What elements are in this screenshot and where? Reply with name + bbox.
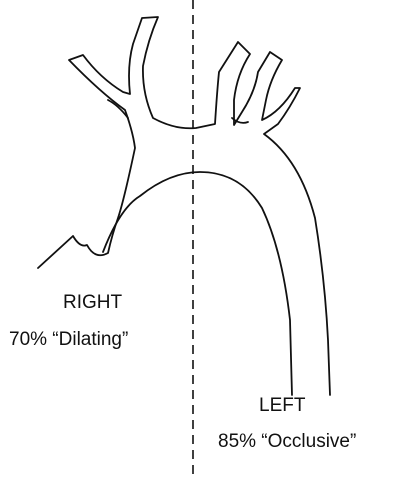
- arch-inner-contour: [103, 172, 292, 395]
- right-side-description: 70% “Dilating”: [9, 330, 128, 349]
- right-side-title: RIGHT: [63, 293, 122, 312]
- left-side-description: 85% “Occlusive”: [218, 432, 356, 451]
- left-side-title: LEFT: [259, 396, 305, 415]
